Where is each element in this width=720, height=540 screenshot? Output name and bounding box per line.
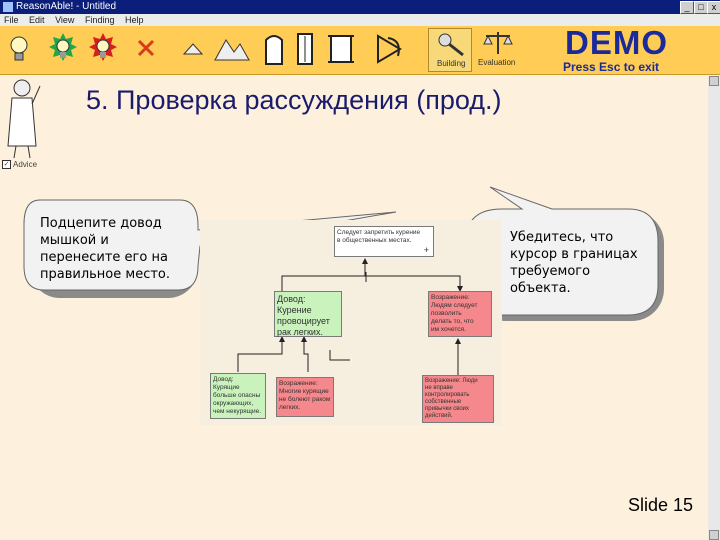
right-bubble-text: Убедитесь, что курсор в границах требуем… [510,229,638,297]
advice-toggle[interactable]: ✓Advice [2,160,38,170]
small-reason-line: чем некурящие. [213,408,262,415]
red-lightbulb-icon[interactable] [88,32,118,66]
bottom-right-objection-line: не вправе [425,385,453,391]
pillar-icon[interactable] [294,32,316,66]
main-reason-line: провоцирует [277,316,330,326]
building-button[interactable]: Building [428,28,472,72]
close-button[interactable]: x [707,1,720,14]
claim-node[interactable]: Следует запретить курение в общественных… [334,226,434,257]
menu-view[interactable]: View [55,15,75,25]
small-reason-node[interactable]: Довод: Курящие больше опасны окружающих,… [210,373,266,419]
diagram-connectors [237,258,463,376]
frame-icon[interactable] [262,32,286,66]
top-objection-line: им хочется. [431,326,466,333]
toolbar: Building Evaluation [0,26,720,75]
left-bubble-line: Подцепите довод [40,216,162,231]
app-icon [3,2,13,12]
evaluation-label: Evaluation [478,58,516,67]
scroll-down-button[interactable] [709,530,719,540]
bottom-right-objection-node[interactable]: Возражение: Люди не вправе контролироват… [422,375,494,423]
slide-title: 5. Проверка рассуждения (прод.) [86,85,502,115]
right-bubble-line: объекта. [510,281,571,296]
green-lightbulb-icon[interactable] [48,32,78,66]
title-bar: ReasonAble! - Untitled _ □ x [0,0,720,14]
demo-subtitle: Press Esc to exit [563,60,660,74]
bottom-right-objection-line: собственные [425,399,462,405]
advice-label: Advice [13,160,38,169]
demo-title: DEMO [565,24,668,61]
menu-bar: File Edit View Finding Help [0,14,720,26]
left-bubble-text: Подцепите довод мышкой и перенесите его … [40,215,170,283]
window-title: ReasonAble! - Untitled [16,1,117,12]
advice-checkbox[interactable]: ✓ [2,160,11,170]
delete-x-icon[interactable] [136,38,156,58]
advisor-avatar [7,79,41,159]
claim-line: в общественных местах. [337,237,412,244]
main-reason-line: Довод: [277,294,306,304]
bottom-right-objection-line: действий. [425,413,453,419]
right-bubble-line: курсор в границах [510,247,638,262]
bottom-left-objection-line: Возражение: [279,380,318,387]
left-bubble-line: перенесите его на [40,250,168,265]
left-bubble-line: мышкой и [40,233,109,248]
main-reason-line: Курение [277,305,312,315]
bottom-left-objection-line: не болеют раком [279,396,331,403]
left-bubble-line: правильное место. [40,267,170,282]
building-icon [438,33,464,57]
main-reason-node[interactable]: Довод: Курение провоцирует рак легких. [274,291,342,337]
menu-help[interactable]: Help [124,15,144,25]
minimize-button[interactable]: _ [680,1,694,14]
top-objection-line: позволить [431,310,462,317]
top-objection-line: Возражение: [431,294,470,301]
claim-plus: + [423,245,429,255]
building-label: Building [437,59,466,68]
scroll-icon[interactable] [326,32,356,66]
mountains-icon[interactable] [214,34,250,62]
small-reason-line: Курящие [213,384,240,391]
right-bubble-line: требуемого [510,264,591,279]
menu-edit[interactable]: Edit [29,15,45,25]
menu-file[interactable]: File [4,15,19,25]
menu-finding[interactable]: Finding [84,15,115,25]
bottom-left-objection-line: Многие курящие [279,388,329,395]
bottom-right-objection-line: Возражение: Люди [425,378,478,384]
bottom-left-objection-line: легких. [279,404,301,411]
small-reason-line: Довод: [213,376,234,383]
main-reason-line: рак легких. [277,327,323,337]
lightbulb-icon[interactable] [8,32,30,66]
scroll-up-button[interactable] [709,76,719,86]
right-bubble-line: Убедитесь, что [510,230,614,245]
bottom-left-objection-node[interactable]: Возражение: Многие курящие не болеют рак… [276,377,334,417]
scales-icon [483,32,513,54]
top-objection-line: делать то, что [431,318,474,325]
maximize-button[interactable]: □ [694,1,708,14]
play-triangle-icon[interactable] [374,32,404,66]
top-objection-node[interactable]: Возражение: Людям следует позволить дела… [428,291,492,337]
evaluation-button[interactable]: Evaluation [476,28,522,70]
bottom-right-objection-line: контролировать [425,392,470,398]
small-reason-line: больше опасны [213,392,261,399]
bottom-right-objection-line: привычки своих [425,406,470,412]
small-reason-line: окружающих, [213,400,254,407]
claim-line: Следует запретить курение [337,229,421,236]
small-hat-icon[interactable] [182,42,204,56]
top-objection-line: Людям следует [431,302,478,309]
slide-number: Slide 15 [628,495,694,515]
vertical-scrollbar[interactable] [708,76,720,540]
